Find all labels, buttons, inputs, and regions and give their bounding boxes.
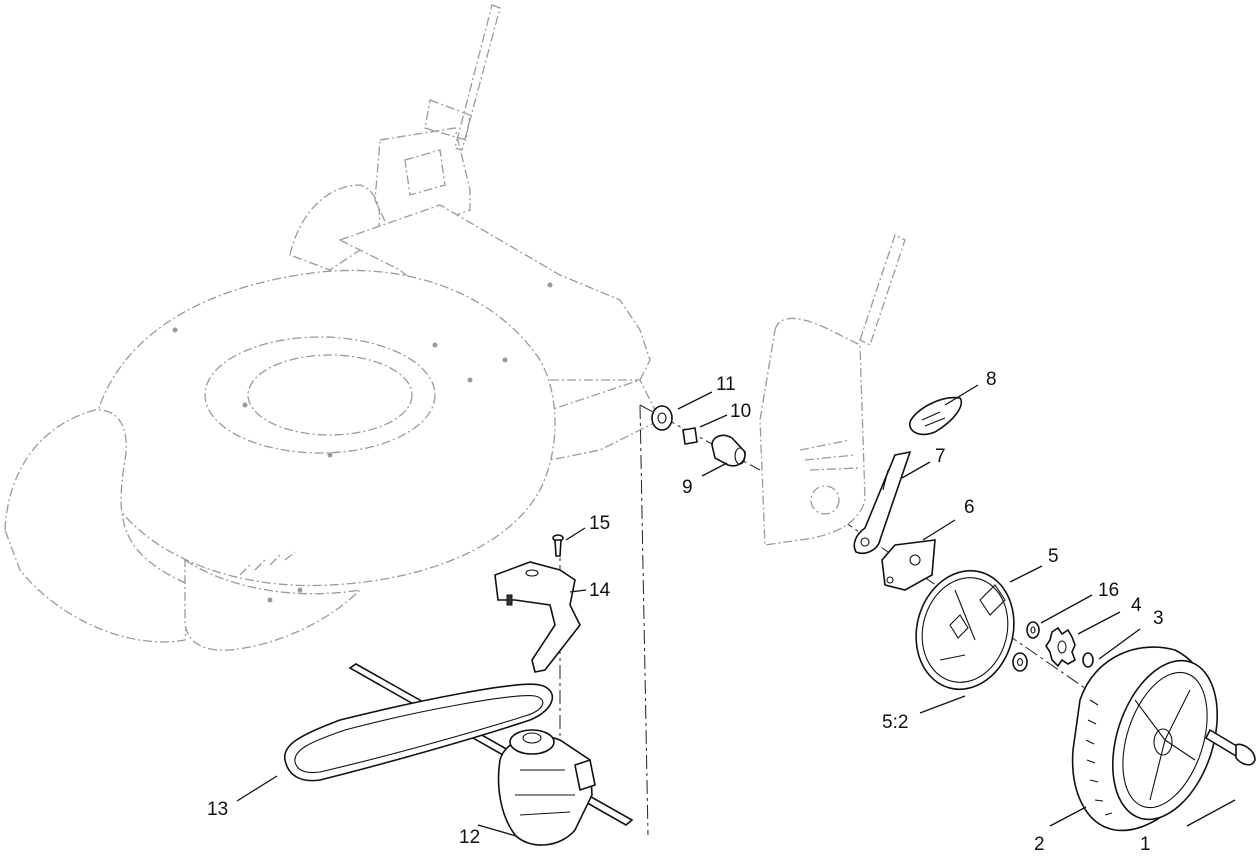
part-16-washer xyxy=(1026,621,1040,639)
part-15-screw xyxy=(552,534,564,557)
callout-6: 6 xyxy=(964,497,975,518)
callout-10: 10 xyxy=(730,401,751,422)
leader-5-2 xyxy=(919,695,966,714)
part-7-lever xyxy=(853,450,912,555)
leader-14 xyxy=(569,589,587,593)
callout-9: 9 xyxy=(682,477,693,498)
leader-3 xyxy=(1098,628,1141,660)
leader-16 xyxy=(1040,594,1093,624)
callout-5: 5 xyxy=(1048,546,1059,567)
callout-12: 12 xyxy=(459,827,480,848)
leader-15 xyxy=(565,527,586,541)
callout-8: 8 xyxy=(986,369,997,390)
callout-1: 1 xyxy=(1140,834,1151,855)
leader-7 xyxy=(901,461,931,479)
callout-15: 15 xyxy=(589,513,610,534)
part-12-transmission xyxy=(497,729,596,846)
part-3-washer xyxy=(1082,652,1094,668)
part-13-belt xyxy=(283,683,554,782)
callout-11: 11 xyxy=(716,374,736,395)
callout-7: 7 xyxy=(935,446,946,467)
part-14-bracket xyxy=(494,561,581,673)
part-10-bushing xyxy=(682,427,698,445)
part-5-2-washer xyxy=(1012,652,1028,672)
leader-5 xyxy=(1009,565,1043,583)
leader-lines xyxy=(236,384,1236,837)
leader-6 xyxy=(922,519,956,541)
part-1-bolt xyxy=(1204,728,1256,766)
part-6-plate xyxy=(881,539,936,591)
part-8-knob xyxy=(909,396,962,436)
callout-14: 14 xyxy=(589,580,611,601)
part-9-fitting xyxy=(711,434,746,467)
part-11-washer xyxy=(651,405,673,431)
callout-labels: 1 2 3 4 5 5:2 6 7 8 9 10 11 12 13 14 15 … xyxy=(207,369,1164,855)
leader-10 xyxy=(699,414,728,428)
callout-13: 13 xyxy=(207,799,228,820)
leader-12 xyxy=(477,824,517,837)
leader-13 xyxy=(236,775,278,802)
part-5-wheel-plate xyxy=(915,569,1015,691)
mower-deck-phantom xyxy=(4,4,661,651)
callout-5-2: 5:2 xyxy=(882,712,908,733)
leader-8 xyxy=(944,384,979,406)
leader-1 xyxy=(1186,799,1236,827)
part-4-pinion-gear xyxy=(1045,626,1076,668)
callout-2: 2 xyxy=(1034,834,1045,855)
height-adjuster-phantom xyxy=(759,234,906,546)
part-2-wheel xyxy=(1071,646,1219,832)
callout-3: 3 xyxy=(1153,608,1164,629)
leader-11 xyxy=(677,391,713,410)
leader-4 xyxy=(1077,611,1121,635)
callout-16: 16 xyxy=(1098,580,1119,601)
leader-2 xyxy=(1049,806,1087,827)
leader-9 xyxy=(701,462,728,477)
callout-4: 4 xyxy=(1131,595,1142,616)
